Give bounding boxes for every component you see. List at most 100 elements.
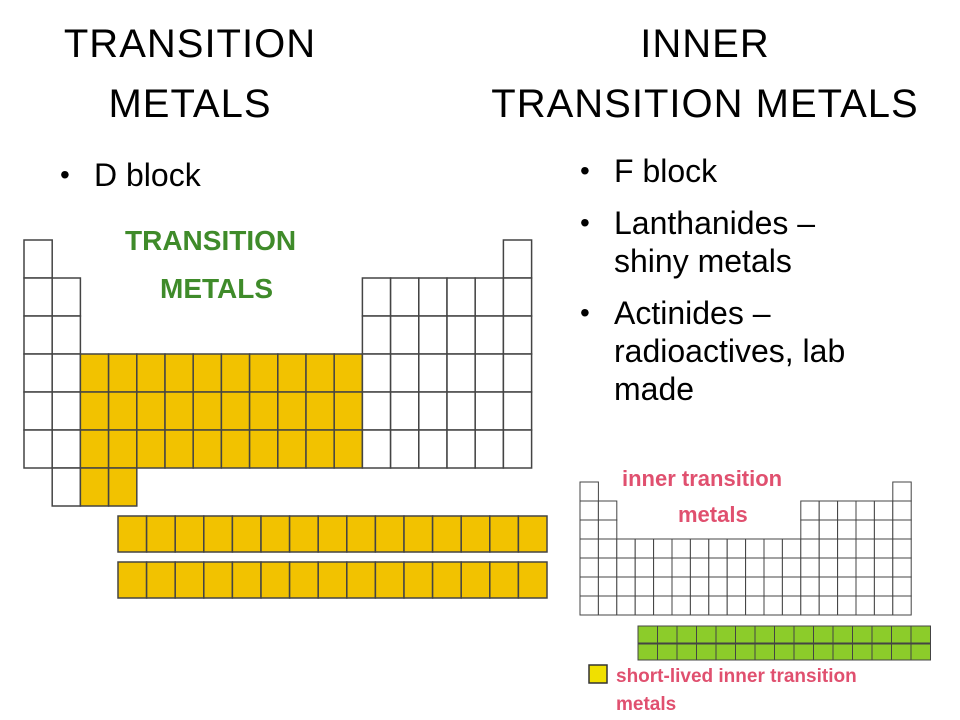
actinide-cell: [852, 643, 873, 661]
element-cell: [446, 315, 476, 355]
element-cell: [800, 538, 820, 559]
element-cell: [597, 500, 618, 521]
bullet-item: • Lanthanides – shiny metals: [580, 204, 920, 280]
element-cell: [51, 429, 82, 469]
right-title: INNER TRANSITION METALS: [450, 14, 960, 134]
element-cell: [474, 391, 505, 431]
bullet-text: Actinides –: [614, 295, 771, 331]
element-cell: [781, 538, 802, 559]
element-cell: [361, 277, 392, 317]
element-cell: [616, 557, 636, 578]
right-table-cells: [579, 481, 931, 661]
f-block-cell: [260, 561, 291, 599]
element-cell: [873, 576, 894, 597]
element-cell: [818, 538, 839, 559]
element-cell: [579, 538, 599, 559]
bullet-text: D block: [94, 157, 201, 193]
right-title-line1: INNER: [640, 22, 770, 66]
element-cell: [23, 391, 53, 431]
lanthanide-cell: [637, 625, 658, 644]
element-cell: [892, 519, 912, 540]
bullet-item: • F block: [580, 152, 920, 190]
actinide-cell: [657, 643, 678, 661]
right-title-line2: TRANSITION METALS: [491, 82, 919, 126]
element-cell: [389, 315, 420, 355]
f-block-cell: [374, 515, 405, 553]
element-cell: [745, 538, 765, 559]
f-block-cell: [231, 515, 262, 553]
f-block-cell: [460, 561, 491, 599]
element-cell: [818, 595, 839, 616]
element-cell: [818, 500, 839, 521]
left-bullet-list: • D block: [60, 156, 201, 208]
transition-element-cell: [79, 391, 110, 431]
element-cell: [616, 595, 636, 616]
bullet-item: • Actinides – radioactives, lab made: [580, 294, 920, 408]
element-cell: [726, 538, 747, 559]
element-cell: [892, 576, 912, 597]
figure-label-line1: inner transition: [622, 466, 782, 491]
element-cell: [51, 277, 82, 317]
element-cell: [763, 576, 783, 597]
element-cell: [51, 315, 82, 355]
element-cell: [579, 519, 599, 540]
left-title: TRANSITION METALS: [30, 14, 350, 134]
element-cell: [634, 538, 655, 559]
transition-element-cell: [107, 467, 138, 507]
transition-element-cell: [192, 391, 223, 431]
element-cell: [634, 557, 655, 578]
lanthanide-cell: [910, 625, 931, 644]
lanthanide-cell: [657, 625, 678, 644]
f-block-cell: [145, 515, 176, 553]
transition-element-cell: [220, 353, 251, 393]
element-cell: [671, 576, 691, 597]
element-cell: [23, 277, 53, 317]
transition-element-cell: [107, 353, 138, 393]
element-cell: [597, 595, 618, 616]
element-cell: [800, 557, 820, 578]
legend-text-line1: short-lived inner transition: [616, 666, 857, 687]
lanthanide-cell: [832, 625, 853, 644]
bullet-dot-icon: •: [580, 207, 590, 238]
element-cell: [763, 538, 783, 559]
element-cell: [474, 277, 505, 317]
element-cell: [689, 576, 710, 597]
actinide-cell: [813, 643, 834, 661]
element-cell: [51, 391, 82, 431]
element-cell: [389, 353, 420, 393]
element-cell: [579, 557, 599, 578]
transition-element-cell: [277, 391, 307, 431]
element-cell: [873, 538, 894, 559]
element-cell: [855, 538, 875, 559]
f-block-cell: [431, 515, 462, 553]
f-block-cell: [317, 561, 348, 599]
lanthanide-cell: [852, 625, 873, 644]
element-cell: [597, 557, 618, 578]
element-cell: [837, 519, 857, 540]
bullet-dot-icon: •: [580, 155, 590, 186]
transition-element-cell: [79, 353, 110, 393]
left-table-cells: [23, 239, 548, 599]
f-block-cell: [203, 515, 234, 553]
element-cell: [800, 576, 820, 597]
lanthanide-cell: [813, 625, 834, 644]
element-cell: [671, 557, 691, 578]
element-cell: [763, 557, 783, 578]
bullet-dot-icon: •: [60, 159, 70, 190]
element-cell: [653, 576, 673, 597]
actinide-cell: [871, 643, 892, 661]
actinide-cell: [910, 643, 931, 661]
transition-element-cell: [305, 429, 335, 469]
actinide-cell: [891, 643, 912, 661]
lanthanide-cell: [696, 625, 717, 644]
transition-element-cell: [220, 429, 251, 469]
f-block-cell: [517, 515, 548, 553]
element-cell: [800, 519, 820, 540]
transition-element-cell: [107, 391, 138, 431]
right-bullet-list: • F block • Lanthanides – shiny metals •…: [580, 152, 920, 422]
element-cell: [579, 500, 599, 521]
element-cell: [726, 557, 747, 578]
figure-label-line1: TRANSITION: [125, 225, 296, 256]
element-cell: [502, 429, 533, 469]
f-block-cell: [203, 561, 234, 599]
